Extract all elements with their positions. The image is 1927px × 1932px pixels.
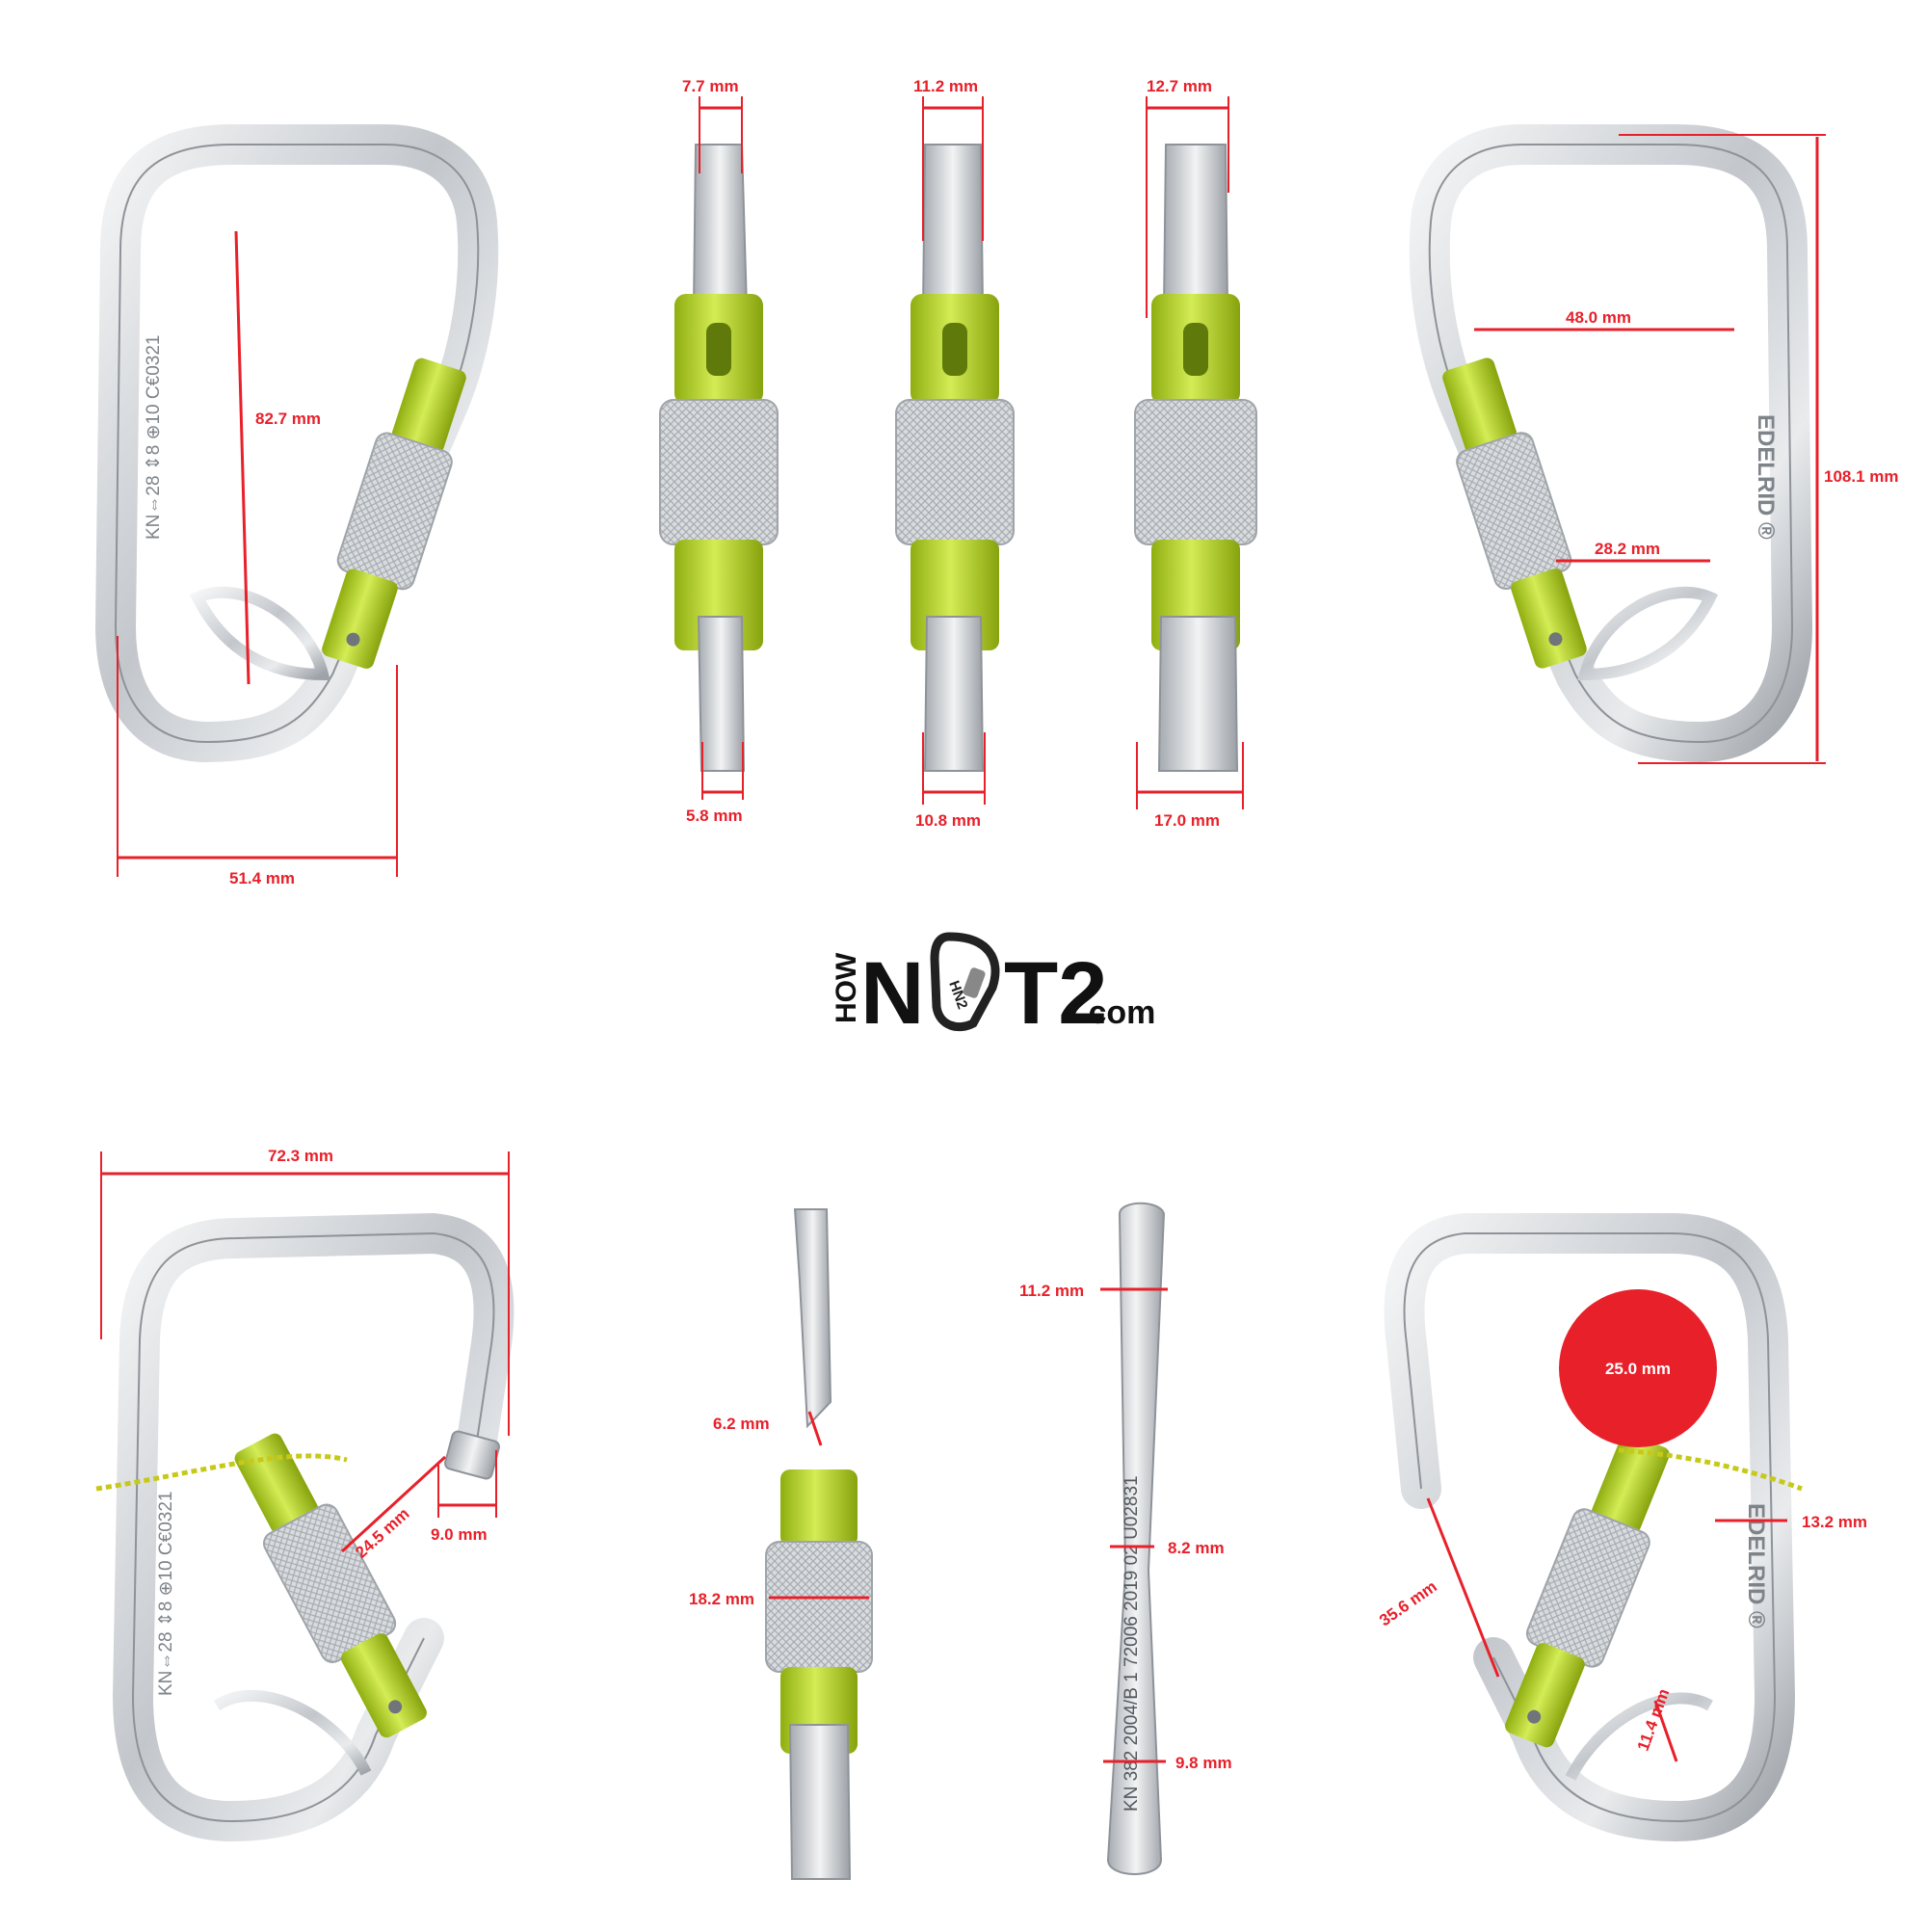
spine-engraving: KN⇔28 ⇕8 ⊕10 C€0321 [144, 335, 164, 540]
dim-label-11-4: 11.4 mm [1634, 1686, 1674, 1754]
dim-label-72-3: 72.3 mm [268, 1147, 333, 1165]
dim-label-6-2: 6.2 mm [713, 1415, 770, 1433]
dim-label-7-7: 7.7 mm [682, 77, 739, 95]
carabiner-side-view-3 [1134, 144, 1257, 772]
logo-how: HOW [831, 952, 862, 1023]
carabiner-open-left: KN⇔28 ⇕8 ⊕10 C€0321 [95, 1213, 515, 1841]
dim-line-35-6 [1426, 1497, 1500, 1678]
logo-com: .com [1079, 994, 1155, 1031]
dim-label-82-7: 82.7 mm [255, 410, 321, 428]
carabiner-logo-icon: HN2 [930, 932, 1000, 1032]
dim-label-28-2: 28.2 mm [1595, 540, 1660, 558]
svg-text:EDELRID ®: EDELRID ® [1743, 1503, 1769, 1628]
gate-opening-circle [1559, 1289, 1717, 1447]
dim-label-13-2: 13.2 mm [1802, 1513, 1867, 1531]
dim-line-82-7 [234, 230, 251, 685]
spine-engraving-brand: EDELRID ® [1753, 414, 1779, 540]
dim-label-5-8: 5.8 mm [686, 807, 743, 825]
brand-logo: HOW N HN2 T2 .com [831, 932, 1155, 1043]
dim-label-48-0: 48.0 mm [1566, 308, 1631, 327]
dim-line-24-5 [340, 1455, 447, 1553]
dim-label-17-0: 17.0 mm [1154, 811, 1220, 830]
dim-label-51-4: 51.4 mm [229, 869, 295, 887]
dim-label-108-1: 108.1 mm [1824, 467, 1899, 486]
logo-t2: T2 [1004, 944, 1107, 1043]
dim-label-12-7: 12.7 mm [1147, 77, 1212, 95]
dim-label-11-2-top: 11.2 mm [913, 77, 978, 95]
dim-label-25-0: 25.0 mm [1605, 1360, 1671, 1378]
dim-label-35-6: 35.6 mm [1376, 1577, 1440, 1630]
carabiner-front-right: EDELRID ® [1409, 124, 1812, 762]
dim-label-9-8: 9.8 mm [1175, 1754, 1232, 1772]
carabiner-side-view-1 [659, 144, 779, 772]
sleeve-green [391, 357, 466, 454]
logo-n: N [860, 944, 924, 1043]
carabiner-open-right: EDELRID ® [1384, 1213, 1803, 1841]
dim-label-11-2-spine: 11.2 mm [1019, 1282, 1084, 1300]
carabiner-side-view-2 [895, 144, 1015, 772]
carabiner-spine-view: KN 382 2004/B 1 72006 2019 02 U02831 [1106, 1202, 1166, 1875]
carabiner-side-open [765, 1208, 873, 1880]
lock-sleeve [336, 432, 453, 591]
dim-label-8-2: 8.2 mm [1168, 1539, 1225, 1557]
dim-label-10-8: 10.8 mm [915, 811, 981, 830]
dim-label-9-0: 9.0 mm [431, 1525, 488, 1544]
svg-text:KN⇔28 ⇕8 ⊕10 C€0321: KN⇔28 ⇕8 ⊕10 C€0321 [156, 1492, 176, 1696]
spine-serial: KN 382 2004/B 1 72006 2019 02 U02831 [1122, 1475, 1142, 1812]
carabiner-front-left: KN⇔28 ⇕8 ⊕10 C€0321 [95, 124, 499, 762]
dim-label-18-2: 18.2 mm [689, 1590, 754, 1608]
